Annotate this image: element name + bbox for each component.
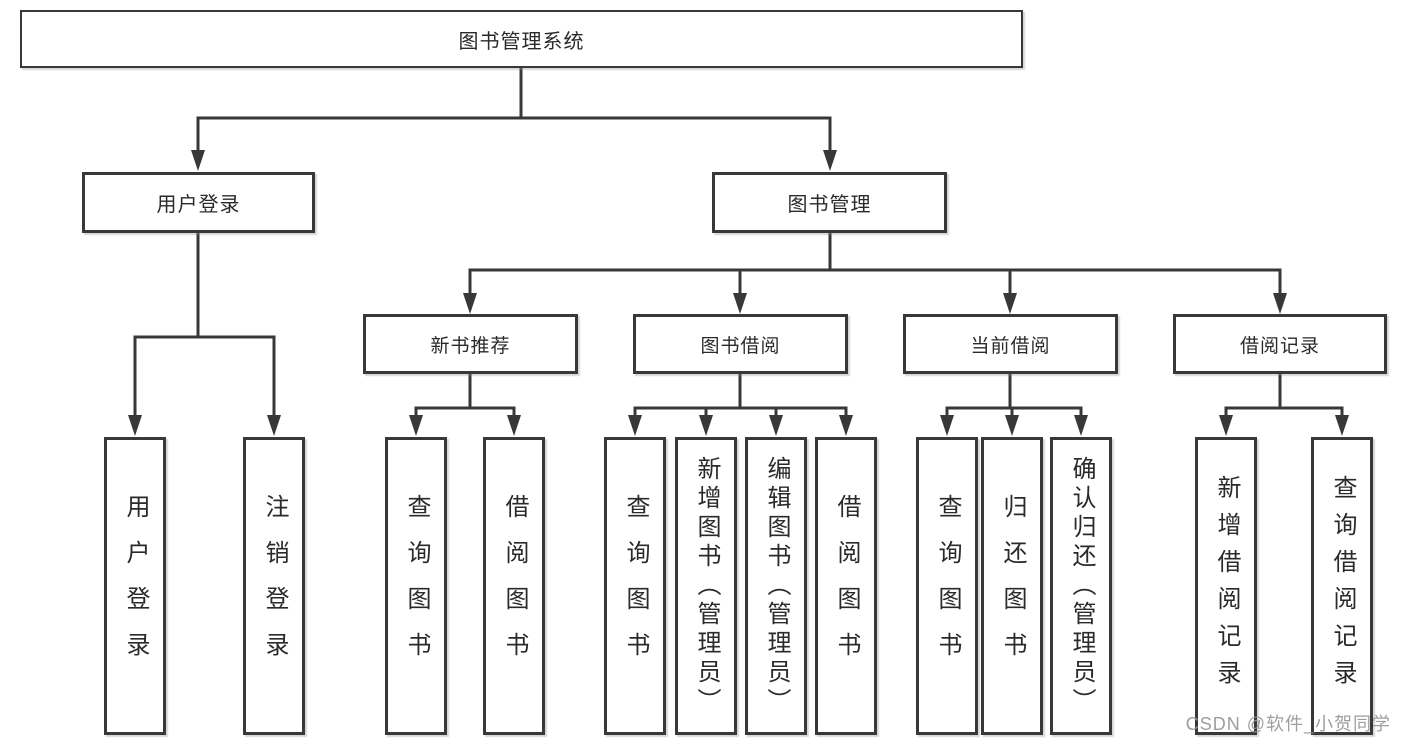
leaf-return-books: 归还图书 [981, 437, 1043, 735]
connector-root [191, 66, 837, 171]
leaf-logout-label: 注销登录 [261, 494, 288, 678]
connector-book-management [463, 233, 1287, 314]
node-book-management-label: 图书管理 [787, 194, 872, 216]
node-system-title-label: 图书管理系统 [458, 30, 585, 53]
connector-user-login [128, 233, 281, 436]
node-user-login: 用户登录 [82, 172, 315, 233]
node-user-login-label: 用户登录 [156, 194, 241, 216]
node-system-title: 图书管理系统 [20, 10, 1023, 68]
node-borrowing-records-label: 借阅记录 [1239, 335, 1320, 357]
leaf-borrow-books-borrowing: 借阅图书 [815, 437, 877, 735]
connector-new-book [409, 372, 521, 436]
node-current-borrowing: 当前借阅 [903, 314, 1118, 374]
node-book-borrowing-label: 图书借阅 [700, 335, 781, 357]
node-new-book-recommendation: 新书推荐 [363, 314, 578, 374]
leaf-borrow-books-borrowing-label: 借阅图书 [833, 494, 860, 678]
leaf-return-books-label: 归还图书 [999, 494, 1026, 678]
leaf-query-books-recommend-label: 查询图书 [403, 494, 430, 678]
csdn-watermark: CSDN @软件_小贺同学 [1185, 714, 1391, 734]
node-book-borrowing: 图书借阅 [633, 314, 848, 374]
leaf-query-books-borrowing-label: 查询图书 [622, 494, 649, 678]
leaf-query-borrow-record: 查询借阅记录 [1311, 437, 1373, 735]
leaf-query-books-current: 查询图书 [916, 437, 978, 735]
leaf-edit-book-admin: 编辑图书（管理员） [745, 437, 807, 735]
leaf-user-login: 用户登录 [104, 437, 166, 735]
node-book-management: 图书管理 [712, 172, 947, 233]
leaf-edit-book-admin-label: 编辑图书（管理员） [763, 455, 790, 717]
leaf-add-borrow-record-label: 新增借阅记录 [1213, 475, 1240, 697]
leaf-borrow-books-recommend-label: 借阅图书 [501, 494, 528, 678]
node-current-borrowing-label: 当前借阅 [970, 335, 1051, 357]
leaf-confirm-return-admin: 确认归还（管理员） [1050, 437, 1112, 735]
leaf-query-books-recommend: 查询图书 [385, 437, 447, 735]
connector-current-borrowing [940, 372, 1088, 436]
node-borrowing-records: 借阅记录 [1173, 314, 1387, 374]
leaf-add-book-admin-label: 新增图书（管理员） [693, 455, 720, 717]
leaf-query-books-borrowing: 查询图书 [604, 437, 666, 735]
leaf-user-login-label: 用户登录 [122, 494, 149, 678]
leaf-add-book-admin: 新增图书（管理员） [675, 437, 737, 735]
connector-book-borrowing [628, 372, 853, 436]
leaf-query-borrow-record-label: 查询借阅记录 [1329, 475, 1356, 697]
leaf-logout: 注销登录 [243, 437, 305, 735]
leaf-query-books-current-label: 查询图书 [934, 494, 961, 678]
connector-borrowing-records [1219, 372, 1349, 436]
leaf-confirm-return-admin-label: 确认归还（管理员） [1068, 455, 1095, 717]
leaf-borrow-books-recommend: 借阅图书 [483, 437, 545, 735]
node-new-book-recommendation-label: 新书推荐 [430, 335, 511, 357]
leaf-add-borrow-record: 新增借阅记录 [1195, 437, 1257, 735]
